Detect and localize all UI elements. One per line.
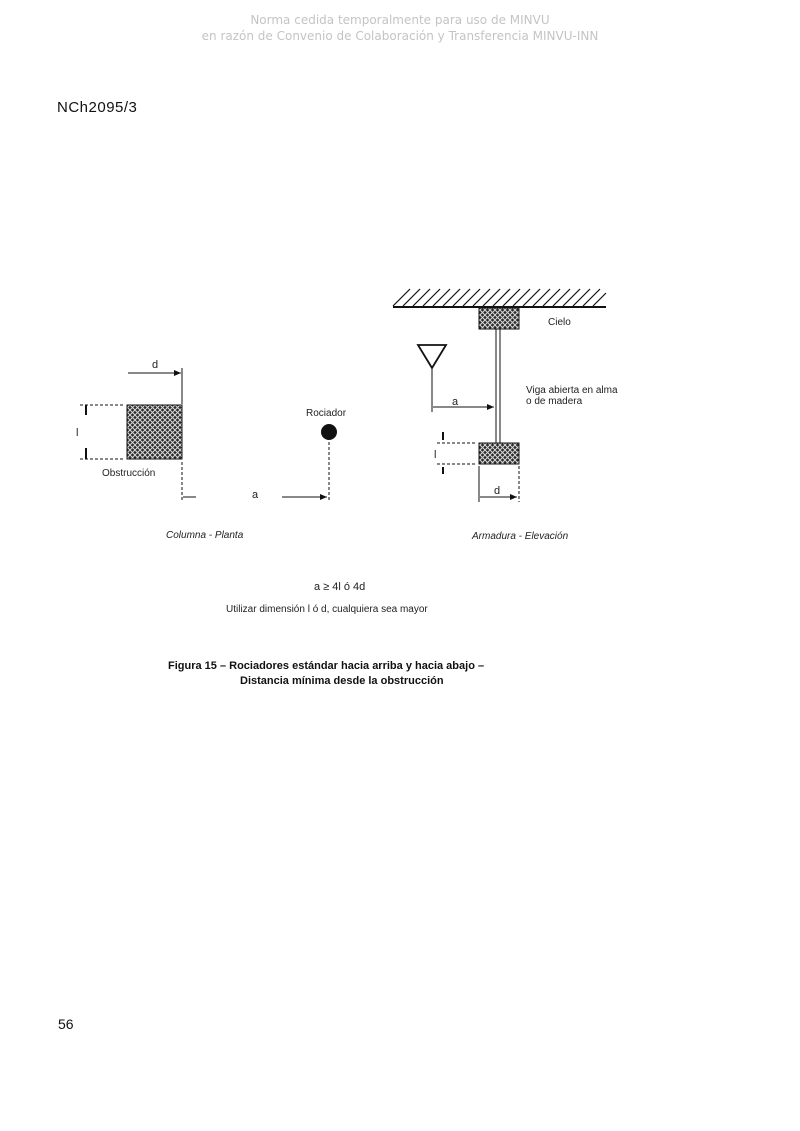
figure-caption-line-2: Distancia mínima desde la obstrucción: [240, 675, 444, 687]
obstruction-label: Obstrucción: [102, 468, 155, 479]
sprinkler-head: [321, 424, 337, 440]
right-dim-d: d: [494, 485, 500, 497]
ceiling-label: Cielo: [548, 317, 571, 328]
left-panel: d l Obstrucción Rociador a Columna - Pla…: [76, 359, 347, 541]
left-dim-d: d: [152, 359, 158, 371]
sprinkler-symbol: [416, 344, 448, 370]
truss-web: [495, 328, 501, 444]
right-view-caption: Armadura - Elevación: [471, 531, 569, 542]
bottom-chord: [478, 442, 520, 465]
usage-note: Utilizar dimensión l ó d, cualquiera sea…: [226, 604, 428, 615]
beam-label-line-1: Viga abierta en alma: [526, 385, 618, 396]
left-dim-a: a: [252, 489, 259, 501]
left-dim-l: l: [76, 427, 78, 439]
left-view-caption: Columna - Planta: [166, 530, 244, 541]
sprinkler-label: Rociador: [306, 408, 347, 419]
figure-15: d l Obstrucción Rociador a Columna - Pla…: [76, 288, 618, 687]
right-panel: Cielo Viga abierta en alma o de madera a…: [392, 288, 618, 542]
right-dim-l: l: [434, 449, 436, 461]
figure-caption-line-1: Figura 15 – Rociadores estándar hacia ar…: [168, 660, 484, 672]
page-number: 56: [58, 1016, 74, 1032]
watermark-line-2: en razón de Convenio de Colaboración y T…: [201, 29, 599, 43]
right-dim-a: a: [452, 396, 459, 408]
watermark: Norma cedida temporalmente para uso de M…: [0, 12, 800, 44]
beam-label-line-2: o de madera: [526, 396, 583, 407]
top-chord: [478, 307, 520, 330]
standard-id: NCh2095/3: [57, 99, 138, 116]
watermark-line-1: Norma cedida temporalmente para uso de M…: [250, 13, 550, 27]
column-obstruction: [126, 404, 183, 460]
formula: a ≥ 4l ó 4d: [314, 581, 365, 593]
